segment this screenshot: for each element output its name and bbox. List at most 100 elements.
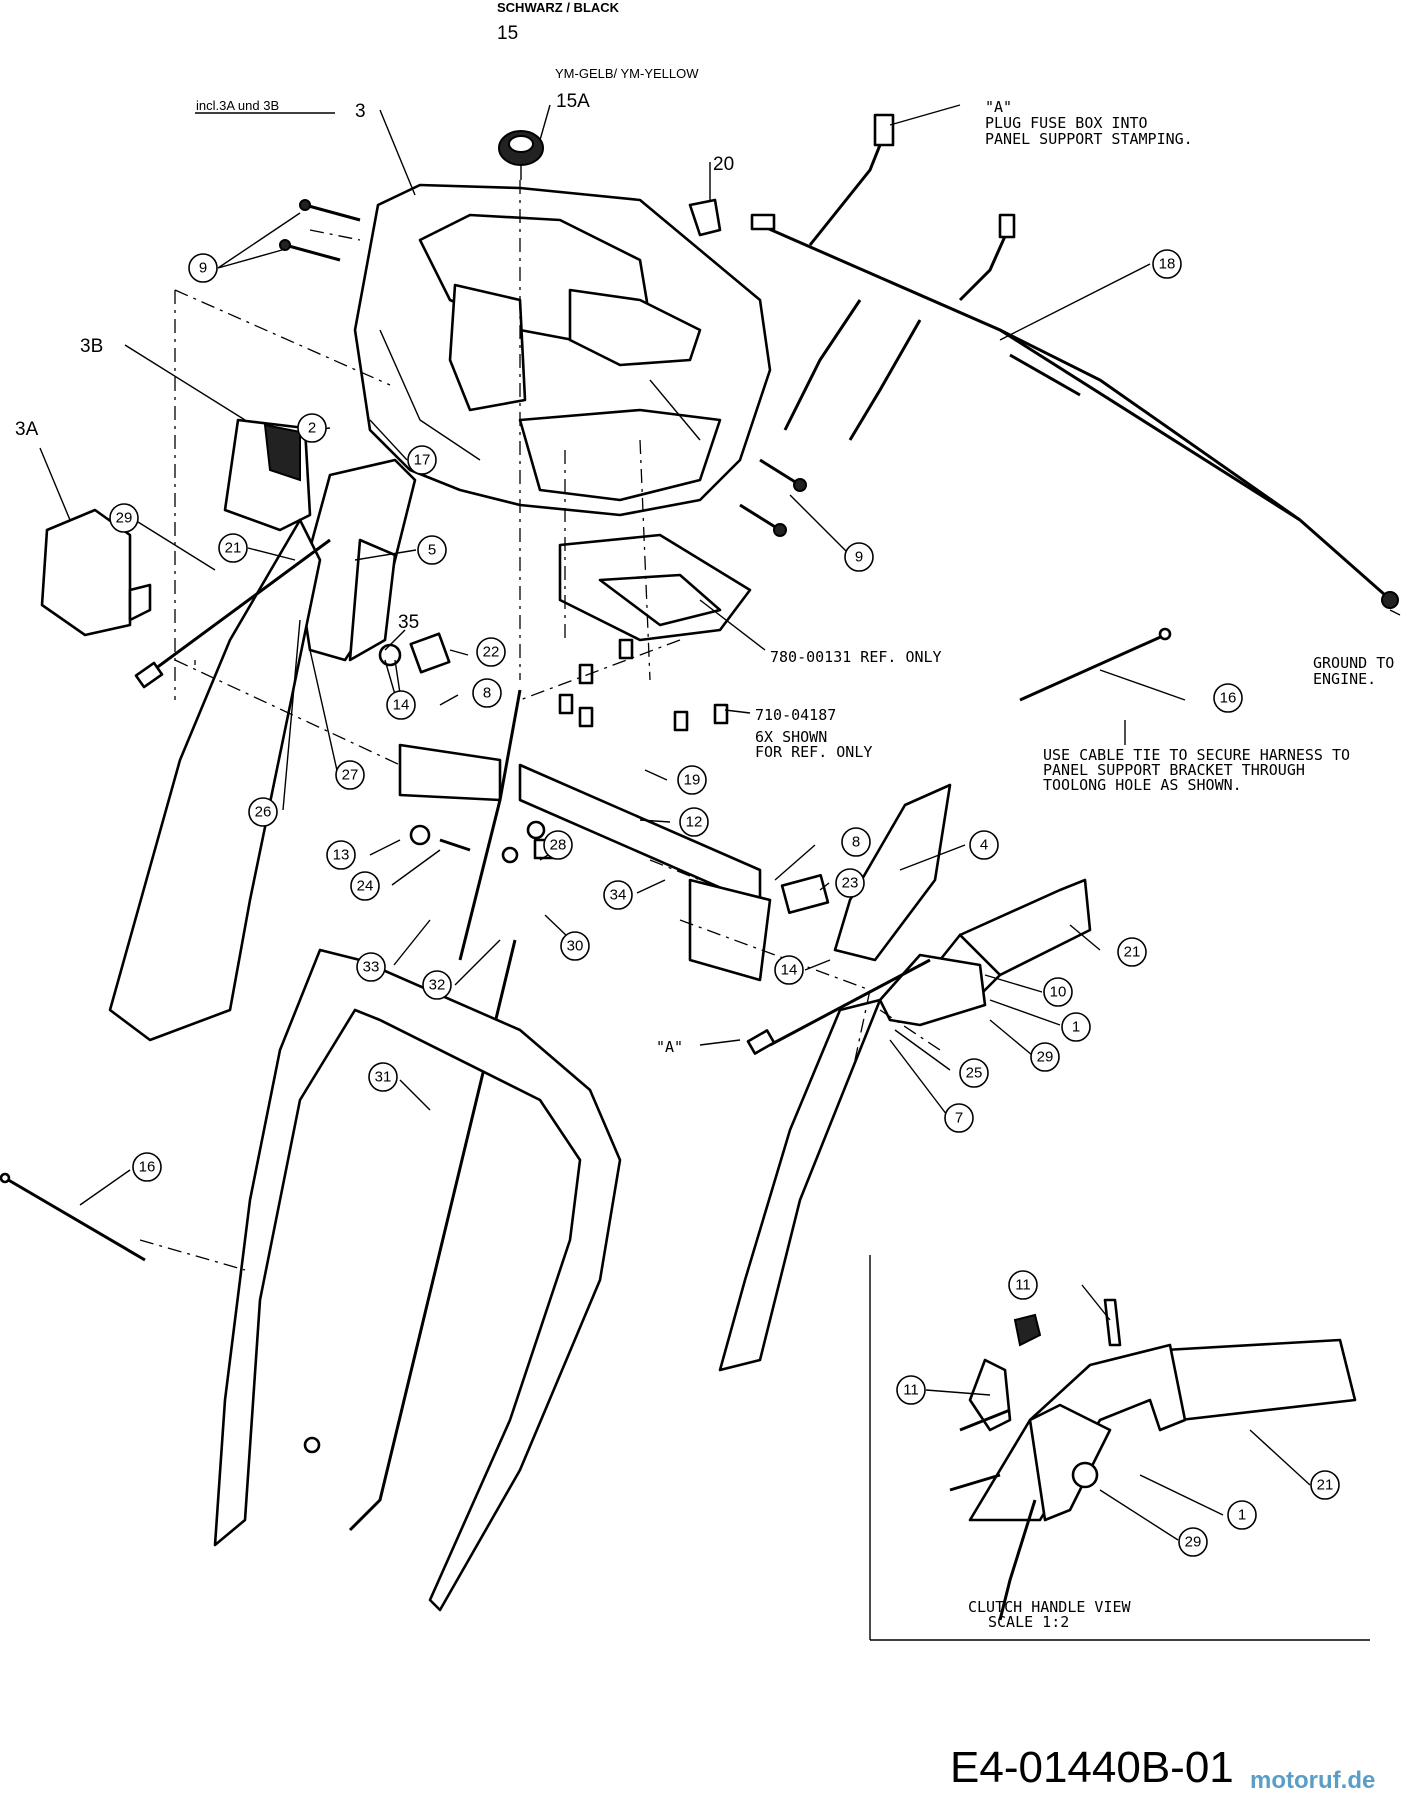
balloon-13: 13 xyxy=(326,840,356,870)
svg-text:16: 16 xyxy=(139,1159,156,1176)
svg-text:4: 4 xyxy=(980,837,988,854)
balloon-9-left: 9 xyxy=(188,253,218,283)
fuse-holder-20 xyxy=(688,198,722,237)
balloon-33: 33 xyxy=(356,952,386,982)
balloon-21-right: 21 xyxy=(1117,937,1147,967)
dash-panel-housing xyxy=(353,183,772,517)
balloon-14-right: 14 xyxy=(774,955,804,985)
svg-text:2: 2 xyxy=(308,420,316,437)
svg-text:9: 9 xyxy=(855,549,863,566)
knob-15 xyxy=(498,130,544,180)
svg-text:27: 27 xyxy=(342,767,359,784)
panel-3a xyxy=(40,508,152,637)
note-black: SCHWARZ / BLACK xyxy=(497,0,620,15)
balloon-12: 12 xyxy=(679,807,709,837)
svg-text:21: 21 xyxy=(1317,1477,1334,1494)
svg-text:19: 19 xyxy=(684,772,701,789)
svg-text:14: 14 xyxy=(393,697,410,714)
cable-tie-16-lower xyxy=(0,1172,146,1262)
note-ref780: 780-00131 REF. ONLY xyxy=(770,648,942,666)
svg-text:14: 14 xyxy=(781,962,798,979)
note-ref710-3: FOR REF. ONLY xyxy=(755,743,872,761)
balloon-23: 23 xyxy=(835,868,865,898)
balloon-16-lower: 16 xyxy=(132,1152,162,1182)
svg-text:8: 8 xyxy=(852,834,860,851)
svg-text:12: 12 xyxy=(686,814,703,831)
label-15: 15 xyxy=(497,23,518,44)
bushing-22 xyxy=(378,632,451,674)
svg-text:29: 29 xyxy=(116,510,133,527)
svg-text:29: 29 xyxy=(1037,1049,1054,1066)
balloon-7: 7 xyxy=(944,1103,974,1133)
note-ground-1: GROUND TO xyxy=(1313,654,1394,672)
svg-text:25: 25 xyxy=(966,1065,983,1082)
reference-dashes xyxy=(139,180,941,1271)
balloon-25: 25 xyxy=(959,1058,989,1088)
balloon-8-right: 8 xyxy=(841,827,871,857)
balloon-2: 2 xyxy=(297,413,327,443)
svg-text:22: 22 xyxy=(483,644,500,661)
plain-part-labels: 15 15A 3 20 3B 3A 35 xyxy=(15,23,734,633)
clutch-lever-1 xyxy=(878,953,987,1027)
note-ref710-2: 6X SHOWN xyxy=(755,728,827,746)
svg-text:8: 8 xyxy=(483,685,491,702)
notes: SCHWARZ / BLACK YM-GELB/ YM-YELLOW incl.… xyxy=(196,0,1394,1631)
balloon-32: 32 xyxy=(422,970,452,1000)
note-cabletie-1: USE CABLE TIE TO SECURE HARNESS TO xyxy=(1043,746,1350,764)
note-incl: incl.3A und 3B xyxy=(196,98,279,113)
wire-harness-18 xyxy=(750,113,1399,609)
svg-text:1: 1 xyxy=(1072,1019,1080,1036)
balloon-34: 34 xyxy=(603,880,633,910)
svg-text:31: 31 xyxy=(375,1069,392,1086)
svg-text:18: 18 xyxy=(1159,256,1176,273)
label-3a: 3A xyxy=(15,419,39,440)
svg-text:1: 1 xyxy=(1238,1507,1246,1524)
chute-cable-right xyxy=(746,958,931,1055)
leader-lines xyxy=(39,104,1401,1541)
note-plug-1: "A" xyxy=(985,98,1012,116)
balloon-8-top: 8 xyxy=(472,678,502,708)
svg-text:30: 30 xyxy=(567,938,584,955)
svg-text:11: 11 xyxy=(1015,1277,1031,1294)
balloon-1-detail: 1 xyxy=(1227,1500,1257,1530)
svg-text:13: 13 xyxy=(333,847,350,864)
handle-2-left-upper xyxy=(108,518,322,1042)
svg-text:33: 33 xyxy=(363,959,380,976)
watermark: motoruf.de xyxy=(1250,1767,1375,1794)
svg-text:11: 11 xyxy=(903,1382,919,1399)
svg-text:17: 17 xyxy=(414,452,431,469)
balloon-30: 30 xyxy=(560,931,590,961)
svg-text:7: 7 xyxy=(955,1110,963,1127)
note-plug-3: PANEL SUPPORT STAMPING. xyxy=(985,130,1193,148)
balloon-18: 18 xyxy=(1152,249,1182,279)
note-ref-a: "A" xyxy=(656,1038,683,1056)
balloon-29-detail: 29 xyxy=(1178,1527,1208,1557)
panel-3b xyxy=(223,418,312,532)
screws-710-04187 xyxy=(558,638,729,732)
note-ref710-1: 710-04187 xyxy=(755,706,836,724)
balloon-10: 10 xyxy=(1043,977,1073,1007)
svg-text:21: 21 xyxy=(225,540,242,557)
balloon-1-main: 1 xyxy=(1061,1012,1091,1042)
chute-cable-left xyxy=(134,538,331,689)
svg-text:10: 10 xyxy=(1050,984,1067,1001)
balloon-16-upper: 16 xyxy=(1213,683,1243,713)
item-balloons: 9 17 2 29 21 5 22 8 14 27 26 19 12 13 24… xyxy=(109,249,1340,1557)
clutch-handle-detail-view xyxy=(869,1255,1370,1641)
balloon-19: 19 xyxy=(677,765,707,795)
note-ground-2: ENGINE. xyxy=(1313,670,1376,688)
cross-bar-12 xyxy=(398,743,772,982)
balloon-24: 24 xyxy=(350,871,380,901)
balloon-21-detail: 21 xyxy=(1310,1470,1340,1500)
cylinder-23 xyxy=(780,874,830,914)
label-20: 20 xyxy=(713,154,734,175)
screw-9-right xyxy=(739,458,807,537)
svg-text:26: 26 xyxy=(255,804,272,821)
shift-rod xyxy=(303,689,557,1532)
balloon-5: 5 xyxy=(417,535,447,565)
svg-text:9: 9 xyxy=(199,260,207,277)
svg-text:28: 28 xyxy=(550,837,567,854)
label-3b: 3B xyxy=(80,336,103,357)
note-yellow: YM-GELB/ YM-YELLOW xyxy=(555,66,699,81)
balloon-11-left: 11 xyxy=(896,1375,926,1405)
